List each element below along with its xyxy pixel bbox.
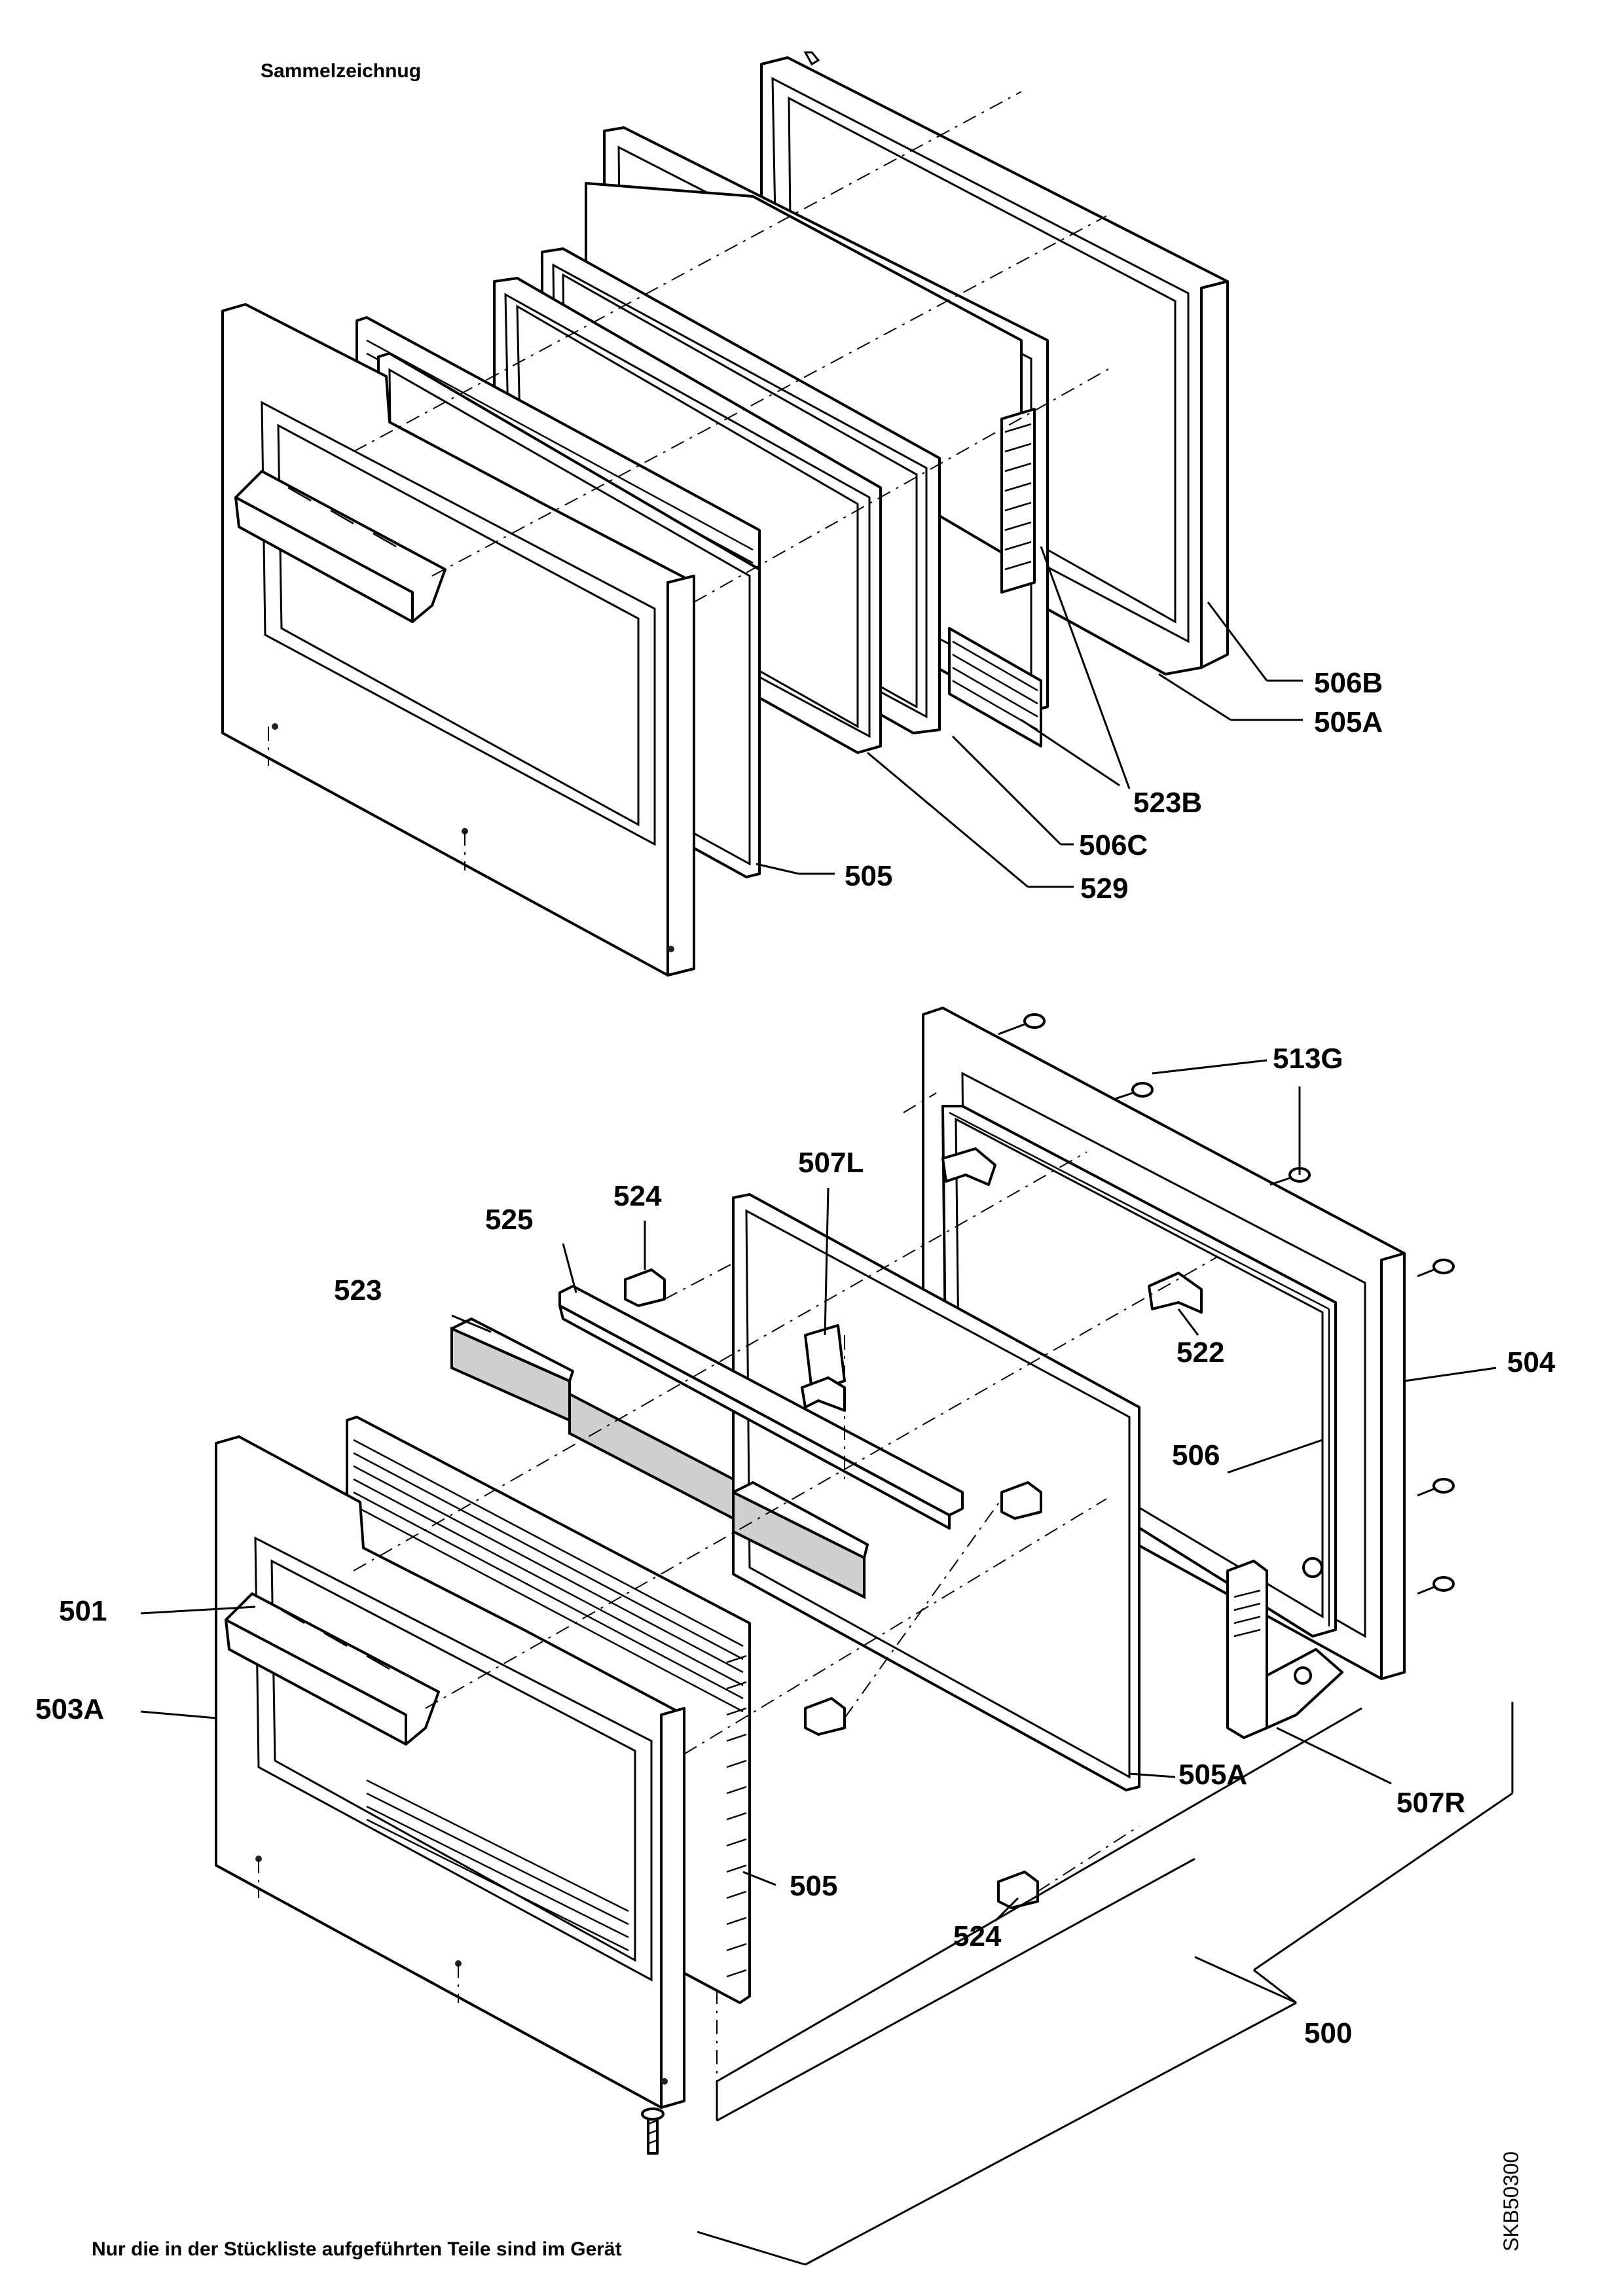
part-507L-bracket [801, 1324, 846, 1412]
part-label-525: 525 [485, 1204, 534, 1236]
upper-guide-lines [268, 91, 1114, 870]
part-label-505-upper: 505 [845, 860, 893, 892]
part-label-506B: 506B [1314, 667, 1383, 699]
part-label-523: 523 [334, 1274, 382, 1306]
part-label-505A-lower: 505A [1178, 1759, 1248, 1791]
upper-assembly-group [221, 51, 1303, 977]
part-524-small-clips [624, 1268, 1042, 1909]
part-label-524-bottom: 524 [953, 1920, 1002, 1952]
part-front-door-upper [221, 303, 695, 977]
part-label-523B: 523B [1133, 787, 1203, 819]
part-bottom-screw [641, 2108, 665, 2155]
part-522-clip [941, 1147, 1203, 1314]
footer-note: Nur die in der Stückliste aufgeführten T… [92, 2238, 622, 2260]
drawing-code: SKB50300 [1499, 2151, 1523, 2251]
part-label-501: 501 [59, 1595, 107, 1627]
upper-leader-lines [756, 546, 1303, 888]
part-label-529: 529 [1080, 872, 1129, 905]
lower-leader-lines [140, 1059, 1497, 1922]
part-523-insulation-bar [450, 1318, 869, 1600]
lower-assembly-group [140, 1007, 1514, 2266]
part-503A-front-door [215, 1435, 685, 2109]
part-label-524-top: 524 [613, 1180, 662, 1212]
part-label-507L: 507L [798, 1147, 864, 1179]
part-label-522: 522 [1176, 1336, 1225, 1369]
part-525-rail [558, 1285, 964, 1530]
part-507R-hinge [1226, 1557, 1343, 1739]
part-label-506C: 506C [1079, 829, 1148, 861]
lower-guide-lines [258, 1092, 1218, 2081]
part-label-503A: 503A [35, 1693, 105, 1725]
part-label-513G: 513G [1273, 1043, 1343, 1075]
part-label-507R: 507R [1396, 1787, 1466, 1819]
part-label-505A: 505A [1314, 706, 1383, 738]
part-label-500: 500 [1304, 2017, 1353, 2049]
drawing-title: Sammelzeichnug [261, 60, 422, 82]
part-label-506: 506 [1172, 1439, 1220, 1471]
part-label-505-lower: 505 [790, 1870, 838, 1902]
part-label-504: 504 [1507, 1346, 1556, 1378]
assembly-500-bracket-lines [697, 1702, 1514, 2266]
